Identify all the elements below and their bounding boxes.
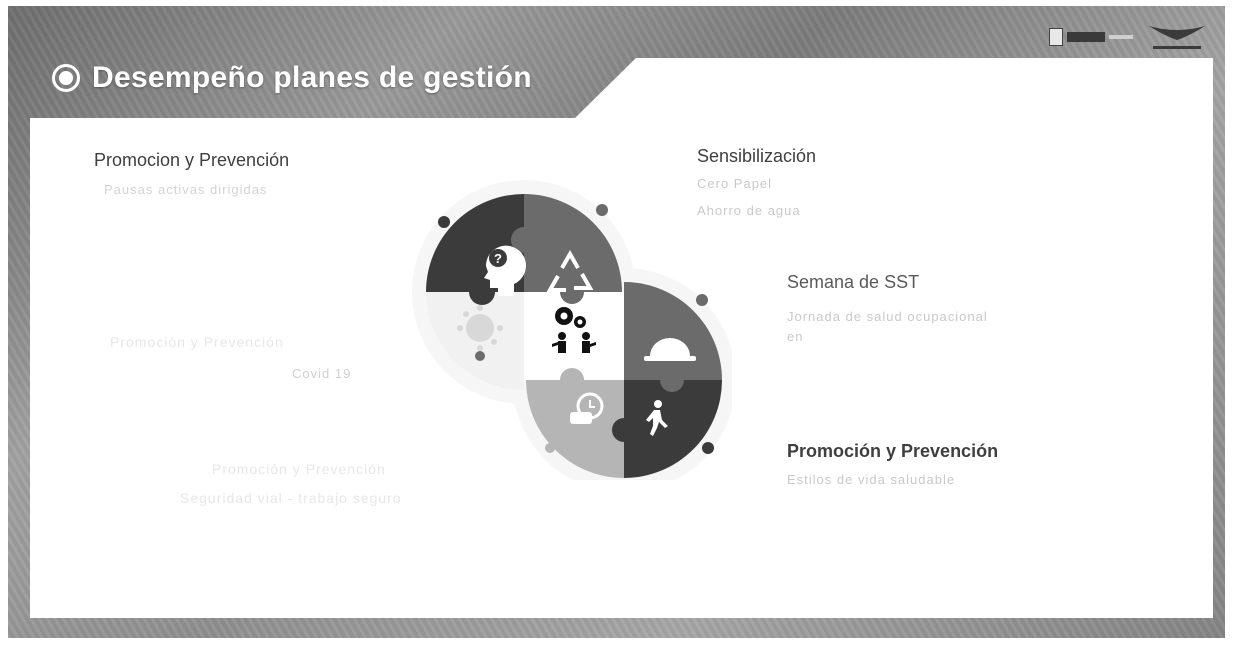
header-logos: [1049, 20, 1207, 54]
gears-people-icon: [552, 307, 596, 353]
right-middle-line2: en: [787, 329, 804, 344]
virus-icon: [457, 305, 503, 351]
right-bottom-line: Estilos de vida saludable: [787, 472, 956, 487]
center-tile: [524, 292, 624, 380]
right-middle-heading: Semana de SST: [787, 272, 920, 292]
crest-icon: [1049, 28, 1063, 46]
left-top-heading: Promocion y Prevención: [94, 150, 290, 170]
hardhat-icon: [644, 338, 696, 361]
svg-text:?: ?: [494, 251, 502, 266]
walking-person-icon: [646, 400, 668, 436]
quadrant-hardhat: [624, 282, 722, 380]
quadrant-walker: [624, 380, 722, 478]
right-top-line1: Cero Papel: [697, 176, 773, 191]
left-middle-line: Covid 19: [292, 366, 352, 381]
right-bottom-heading: Promoción y Prevención: [787, 441, 999, 461]
right-top-heading: Sensibilización: [697, 146, 817, 166]
left-bottom-heading: Promoción y Prevención: [212, 461, 386, 477]
meeting-icon: [570, 392, 604, 424]
slide-title: Desempeño planes de gestión: [52, 61, 532, 95]
right-middle-line1: Jornada de salud ocupacional: [787, 309, 988, 324]
eagle-logo-icon: [1149, 26, 1205, 49]
left-middle-heading: Promoción y Prevención: [110, 334, 284, 350]
government-logo: [1049, 28, 1133, 46]
quadrant-recycle: [524, 194, 622, 292]
puzzle-graphic: ?: [412, 180, 732, 480]
left-top-line: Pausas activas dirigidas: [104, 182, 268, 197]
title-bullet-icon: [52, 64, 80, 92]
recycle-icon: [546, 249, 594, 292]
left-bottom-line: Seguridad vial - trabajo seguro: [180, 490, 402, 506]
right-top-line2: Ahorro de agua: [697, 203, 801, 218]
quadrant-meeting: [526, 380, 624, 478]
title-text: Desempeño planes de gestión: [92, 61, 532, 94]
head-question-icon: ?: [484, 245, 526, 296]
